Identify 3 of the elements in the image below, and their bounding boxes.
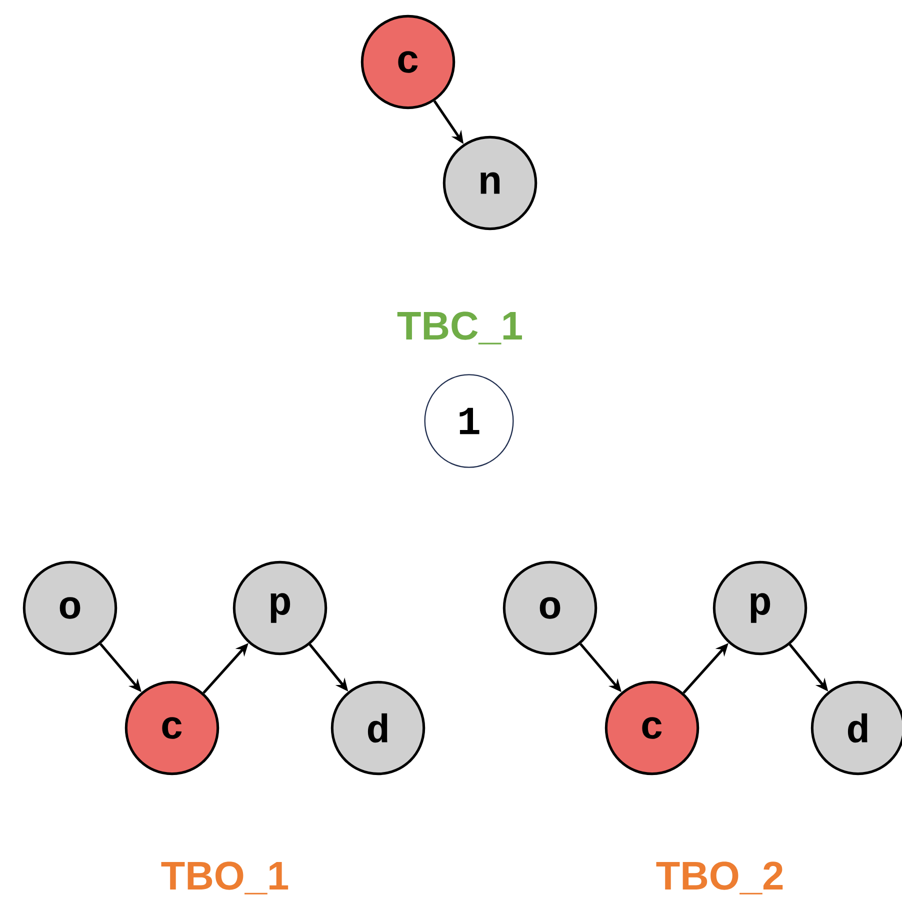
- group-label: TBO_1: [161, 862, 288, 894]
- group-label: TBO_2: [656, 862, 783, 894]
- group-label: TBC_1: [397, 312, 522, 344]
